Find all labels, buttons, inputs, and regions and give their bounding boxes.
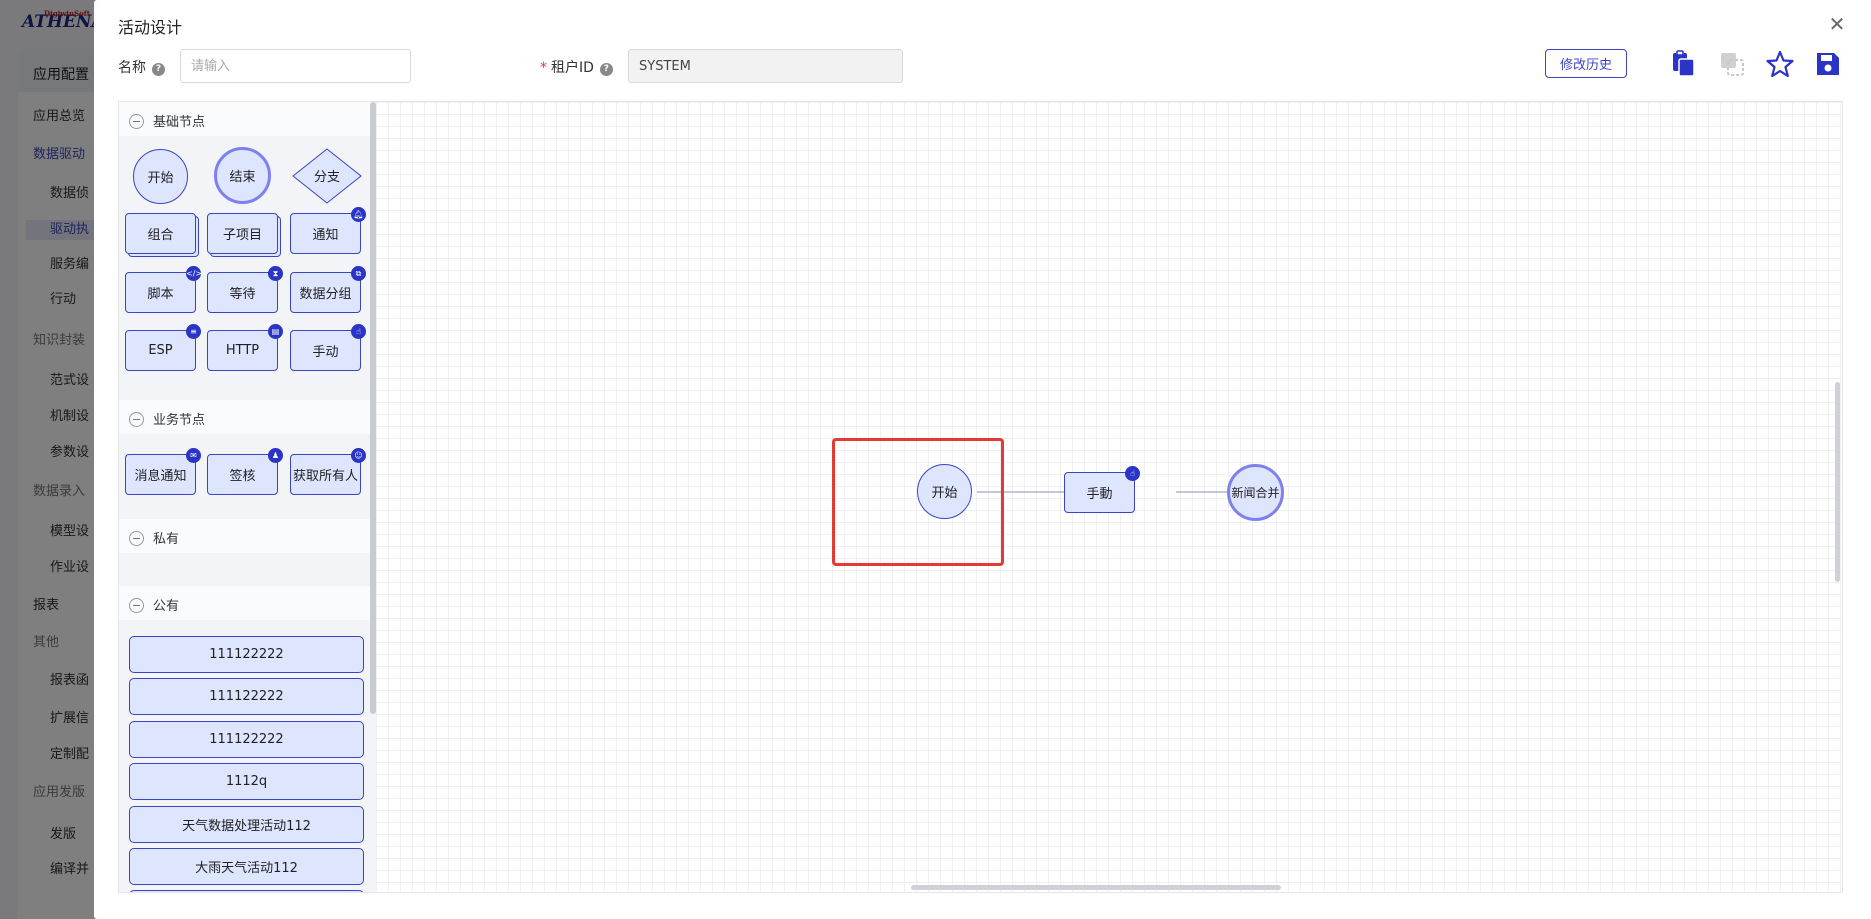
public-item[interactable]: 111122222: [129, 636, 364, 673]
collapse-icon[interactable]: [129, 114, 144, 129]
section-business-nodes[interactable]: 业务节点: [119, 400, 370, 434]
section-title: 业务节点: [153, 413, 206, 428]
code-icon: </>: [186, 266, 202, 281]
node-label: 获取所有人: [292, 469, 358, 484]
name-input[interactable]: [180, 49, 411, 83]
palette-node-start[interactable]: 开始: [133, 149, 188, 204]
palette-node-subproject[interactable]: 子项目: [207, 213, 278, 254]
group-icon: ⧉: [351, 266, 366, 281]
palette-node-notify[interactable]: 通知 🔔︎: [290, 207, 366, 254]
name-label: 名称?: [118, 57, 165, 77]
node-label: 签核: [229, 469, 256, 484]
collapse-icon[interactable]: [129, 412, 144, 427]
palette-node-group[interactable]: 组合: [125, 213, 196, 254]
copy-icon: [1721, 53, 1744, 76]
palette-node-approve[interactable]: 签核 ♟︎: [207, 448, 283, 495]
user-icon: ☺︎: [351, 448, 366, 463]
node-label: 手動: [1086, 487, 1113, 502]
canvas-node-start[interactable]: 开始: [917, 464, 972, 519]
paste-icon[interactable]: [1670, 50, 1698, 78]
palette-node-wait[interactable]: 等待 ⧗: [207, 266, 283, 313]
stamp-icon: ♟︎: [268, 448, 283, 463]
node-label: HTTP: [225, 343, 260, 358]
public-item[interactable]: 1112q: [129, 763, 364, 800]
public-item[interactable]: 111122222: [129, 721, 364, 758]
palette-scroll-thumb[interactable]: [370, 102, 376, 714]
public-item[interactable]: 111122222: [129, 678, 364, 715]
public-item[interactable]: 大雨天气活动112: [129, 848, 364, 885]
palette-scrollbar[interactable]: [370, 102, 376, 892]
modal-title: 活动设计: [118, 18, 183, 37]
node-label: 脚本: [147, 287, 174, 302]
modify-history-button[interactable]: 修改历史: [1545, 49, 1627, 78]
mail-icon: ✉︎: [186, 448, 201, 463]
node-label: 通知: [312, 228, 339, 243]
selection-highlight: [832, 438, 1004, 566]
help-icon[interactable]: ?: [599, 63, 613, 76]
public-item[interactable]: [129, 890, 364, 892]
palette-node-http[interactable]: HTTP ▤: [207, 324, 283, 371]
save-icon[interactable]: [1814, 50, 1842, 78]
palette-node-message-notify[interactable]: 消息通知 ✉︎: [125, 448, 201, 495]
section-private[interactable]: 私有: [119, 519, 370, 553]
hand-icon: ☝︎: [1125, 466, 1140, 481]
flow-canvas[interactable]: 开始 手動 ☝︎ 新闻合并: [376, 102, 1842, 892]
palette-node-manual[interactable]: 手动 ☝︎: [290, 324, 366, 371]
section-title: 基础节点: [153, 115, 206, 130]
canvas-vertical-scrollbar[interactable]: [1835, 382, 1840, 582]
tenant-id-input[interactable]: [628, 49, 903, 83]
public-item[interactable]: 天气数据处理活动112: [129, 806, 364, 843]
collapse-icon[interactable]: [129, 598, 144, 613]
section-title: 私有: [153, 532, 180, 547]
palette-node-data-group[interactable]: 数据分组 ⧉: [290, 266, 366, 313]
name-label-text: 名称: [118, 60, 146, 76]
database-icon: ≡: [186, 324, 201, 339]
help-icon[interactable]: ?: [152, 63, 165, 76]
star-icon[interactable]: [1766, 50, 1794, 78]
tenant-label-text: 租户ID: [551, 60, 594, 76]
palette-node-end[interactable]: 结束: [214, 147, 271, 204]
palette-node-get-owners[interactable]: 获取所有人 ☺︎: [290, 448, 366, 495]
node-label: 手动: [312, 345, 339, 360]
node-label: ESP: [148, 343, 173, 358]
node-label: 等待: [229, 287, 256, 302]
section-basic-nodes[interactable]: 基础节点: [119, 102, 370, 136]
workspace: 基础节点 开始 结束 分支 组合 子项目 通知 🔔︎ 脚本 </> 等待 ⧗: [118, 101, 1843, 893]
tenant-label: *租户ID?: [540, 57, 613, 77]
canvas-horizontal-scrollbar[interactable]: [911, 885, 1281, 890]
node-palette: 基础节点 开始 结束 分支 组合 子项目 通知 🔔︎ 脚本 </> 等待 ⧗: [119, 102, 370, 892]
section-title: 公有: [153, 599, 180, 614]
canvas-node-manual[interactable]: 手動 ☝︎: [1064, 466, 1140, 513]
document-icon: ▤: [268, 324, 283, 339]
activity-design-modal: 活动设计 ✕ 名称? *租户ID? 修改历史 基础节点 开始 结束: [94, 0, 1871, 919]
section-public[interactable]: 公有: [119, 586, 370, 620]
palette-node-script[interactable]: 脚本 </>: [125, 266, 202, 313]
branch-label: 分支: [314, 170, 340, 185]
node-label: 数据分组: [299, 287, 352, 302]
hourglass-icon: ⧗: [268, 266, 283, 281]
hand-icon: ☝︎: [351, 324, 366, 339]
node-label: 消息通知: [134, 469, 187, 484]
collapse-icon[interactable]: [129, 531, 144, 546]
palette-node-esp[interactable]: ESP ≡: [125, 324, 201, 371]
required-mark: *: [540, 60, 547, 76]
canvas-node-end[interactable]: 新闻合并: [1227, 464, 1284, 521]
palette-node-branch[interactable]: 分支: [292, 148, 362, 204]
bell-icon: 🔔︎: [351, 207, 366, 222]
close-icon[interactable]: ✕: [1828, 12, 1846, 36]
